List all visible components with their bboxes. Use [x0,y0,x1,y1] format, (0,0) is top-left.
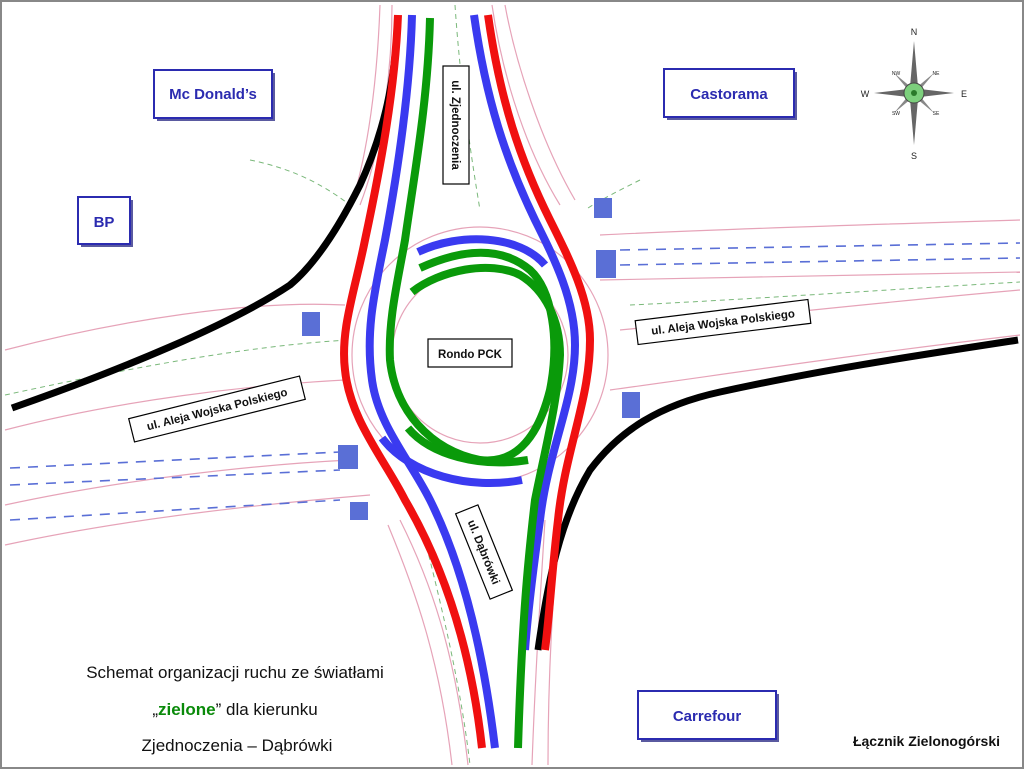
lane-markings [9,242,1021,521]
svg-text:Carrefour: Carrefour [673,708,742,725]
label-carrefour: Carrefour [637,690,779,742]
route-red [340,14,595,749]
svg-text:BP: BP [94,214,115,231]
svg-text:Castorama: Castorama [690,86,768,103]
svg-text:Mc Donald’s: Mc Donald’s [169,86,257,103]
caption-line-3: Zjednoczenia – Dąbrówki [142,736,333,755]
compass-w: W [861,89,870,99]
caption-line-2: „zielone” dla kierunku [152,700,317,719]
compass-e: E [961,89,967,99]
route-red-west [340,14,486,749]
svg-text:ul. Zjednoczenia: ul. Zjednoczenia [449,80,461,170]
compass-rose-icon: N S W E NW NE SW SE [861,27,967,161]
compass-s: S [911,151,917,161]
label-bp: BP [77,196,133,247]
compass-se: SE [933,111,940,117]
compass-ne: NE [933,71,941,77]
route-blue-inner-north [416,235,549,268]
compass-sw: SW [892,111,900,117]
route-red-east [484,14,595,651]
roundabout-name: Rondo PCK [438,349,503,361]
street-label-aleja-east: ul. Aleja Wojska Polskiego [634,298,812,346]
route-blue-east [470,14,580,651]
compass-nw: NW [892,71,901,77]
route-green-inner-upper [409,263,565,749]
route-blue-inner-south [378,435,523,487]
route-blue-west [365,14,499,749]
caption-line-1: Schemat organizacji ruchu ze światłami [86,663,384,682]
roundabout-label: Rondo PCK [427,338,513,368]
label-mcdonalds: Mc Donald’s [153,69,275,121]
route-green-inner-lower [404,425,529,467]
route-green [385,17,565,749]
label-castorama: Castorama [663,68,797,120]
credit-text: Łącznik Zielonogórski [853,733,1000,749]
compass-n: N [911,27,918,37]
street-label-zjednoczenia: ul. Zjednoczenia [442,65,470,185]
caption: Schemat organizacji ruchu ze światłami „… [86,663,384,755]
pedestrian-crossings [302,198,640,520]
route-blue [365,14,580,749]
